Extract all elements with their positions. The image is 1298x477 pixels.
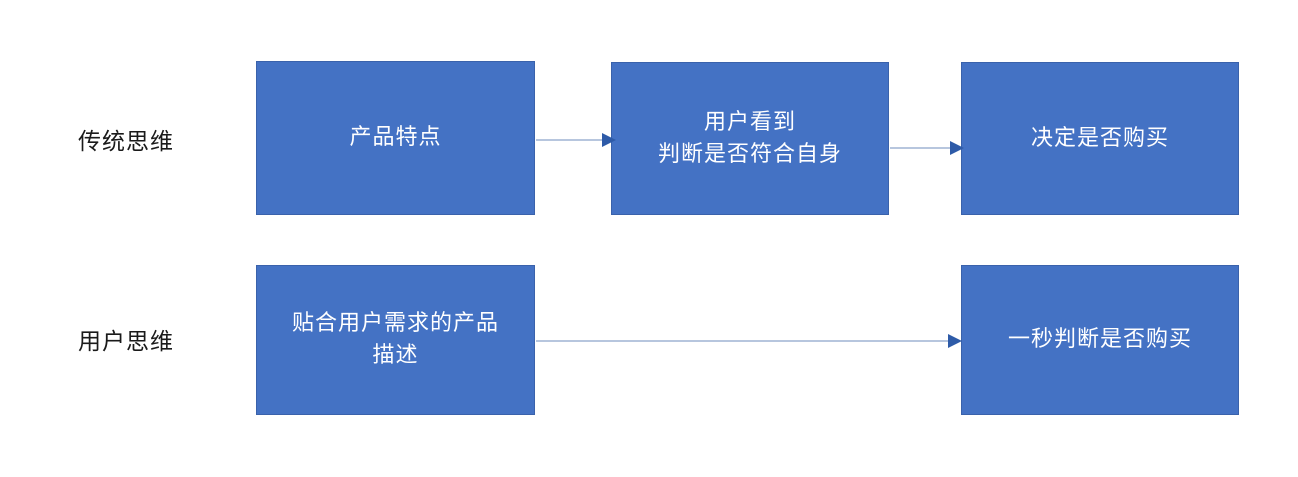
row-label-user: 用户思维 [78, 329, 174, 355]
node-one-second-decide-purchase-label: 一秒判断是否购买 [1007, 327, 1192, 353]
arrowhead-icon [948, 334, 962, 348]
node-user-need-fit-description-label: 贴合用户需求的产品 描述 [291, 311, 499, 368]
connector-product-features-to-user-sees [536, 133, 616, 147]
node-one-second-decide-purchase[interactable]: 一秒判断是否购买 [961, 265, 1239, 415]
row-label-traditional: 传统思维 [78, 129, 174, 155]
node-product-features[interactable]: 产品特点 [256, 61, 535, 215]
node-decide-purchase-label: 决定是否购买 [1030, 125, 1169, 151]
arrowhead-icon [602, 133, 616, 147]
connector-description-to-one-second-decide [536, 334, 962, 348]
node-user-need-fit-description[interactable]: 贴合用户需求的产品 描述 [256, 265, 535, 415]
node-decide-purchase[interactable]: 决定是否购买 [961, 62, 1239, 215]
arrowhead-icon [950, 141, 964, 155]
node-user-sees-judges-label: 用户看到 判断是否符合自身 [657, 109, 842, 167]
connector-user-sees-to-decide-purchase [890, 141, 964, 155]
node-user-sees-judges[interactable]: 用户看到 判断是否符合自身 [611, 62, 889, 215]
node-product-features-label: 产品特点 [349, 125, 442, 151]
